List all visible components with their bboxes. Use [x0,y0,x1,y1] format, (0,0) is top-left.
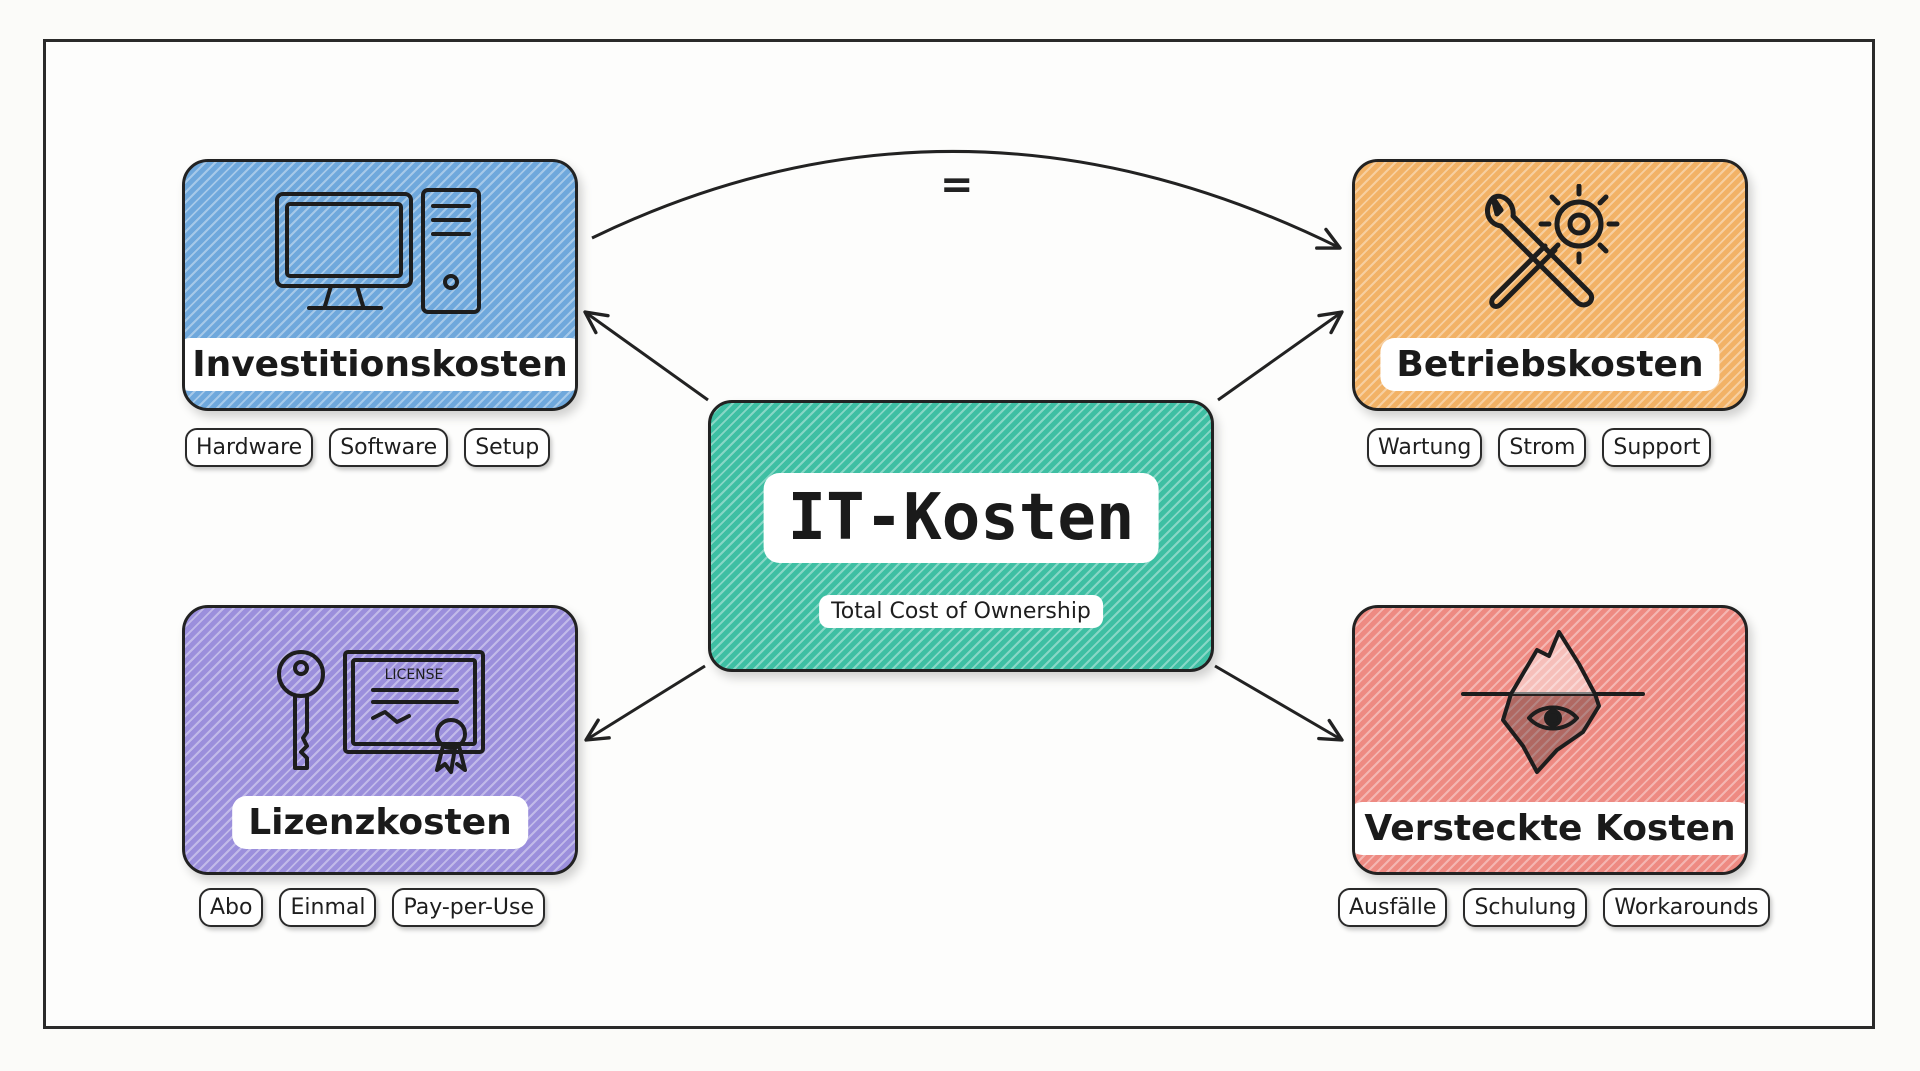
arrow-investition-to-betrieb [591,149,1342,250]
tag-workarounds: Workarounds [1603,888,1770,927]
tags-lizenzkosten: Abo Einmal Pay-per-Use [199,888,545,927]
tag-hardware: Hardware [185,428,314,467]
tags-versteckte-kosten: Ausfälle Schulung Workarounds [1338,888,1770,927]
wrench-screwdriver-gear-icon [1484,184,1620,309]
key-certificate-icon: LICENSE [277,650,485,774]
node-label: Investitionskosten [185,338,575,391]
tag-abo: Abo [199,888,264,927]
computer-monitor-tower-icon [275,188,481,314]
center-subtitle: Total Cost of Ownership [819,595,1103,628]
arrow-center-to-betrieb [1217,310,1344,402]
arrow-center-to-versteckt [1214,664,1344,742]
equals-symbol: = [940,162,974,208]
node-label: Versteckte Kosten [1355,802,1745,855]
node-it-kosten: IT-Kosten Total Cost of Ownership [708,400,1214,672]
iceberg-eye-icon [1461,630,1645,774]
tag-pay-per-use: Pay-per-Use [392,888,545,927]
certificate-text: LICENSE [385,667,444,683]
tag-strom: Strom [1498,428,1587,467]
tag-software: Software [329,428,449,467]
tag-schulung: Schulung [1463,888,1588,927]
tags-betriebskosten: Wartung Strom Support [1367,428,1712,467]
arrow-center-to-investition [583,310,709,402]
node-label: Lizenzkosten [232,796,528,849]
center-title: IT-Kosten [763,473,1159,563]
tag-setup: Setup [464,428,551,467]
tag-ausfaelle: Ausfälle [1338,888,1448,927]
arrow-center-to-lizenz [584,664,706,742]
tag-einmal: Einmal [279,888,377,927]
node-lizenzkosten: LICENSE Lizenzkosten [182,605,578,875]
tags-investitionskosten: Hardware Software Setup [185,428,551,467]
node-investitionskosten: Investitionskosten [182,159,578,411]
tag-support: Support [1602,428,1712,467]
node-versteckte-kosten: Versteckte Kosten [1352,605,1748,875]
node-betriebskosten: Betriebskosten [1352,159,1748,411]
tag-wartung: Wartung [1367,428,1483,467]
node-label: Betriebskosten [1380,338,1720,391]
